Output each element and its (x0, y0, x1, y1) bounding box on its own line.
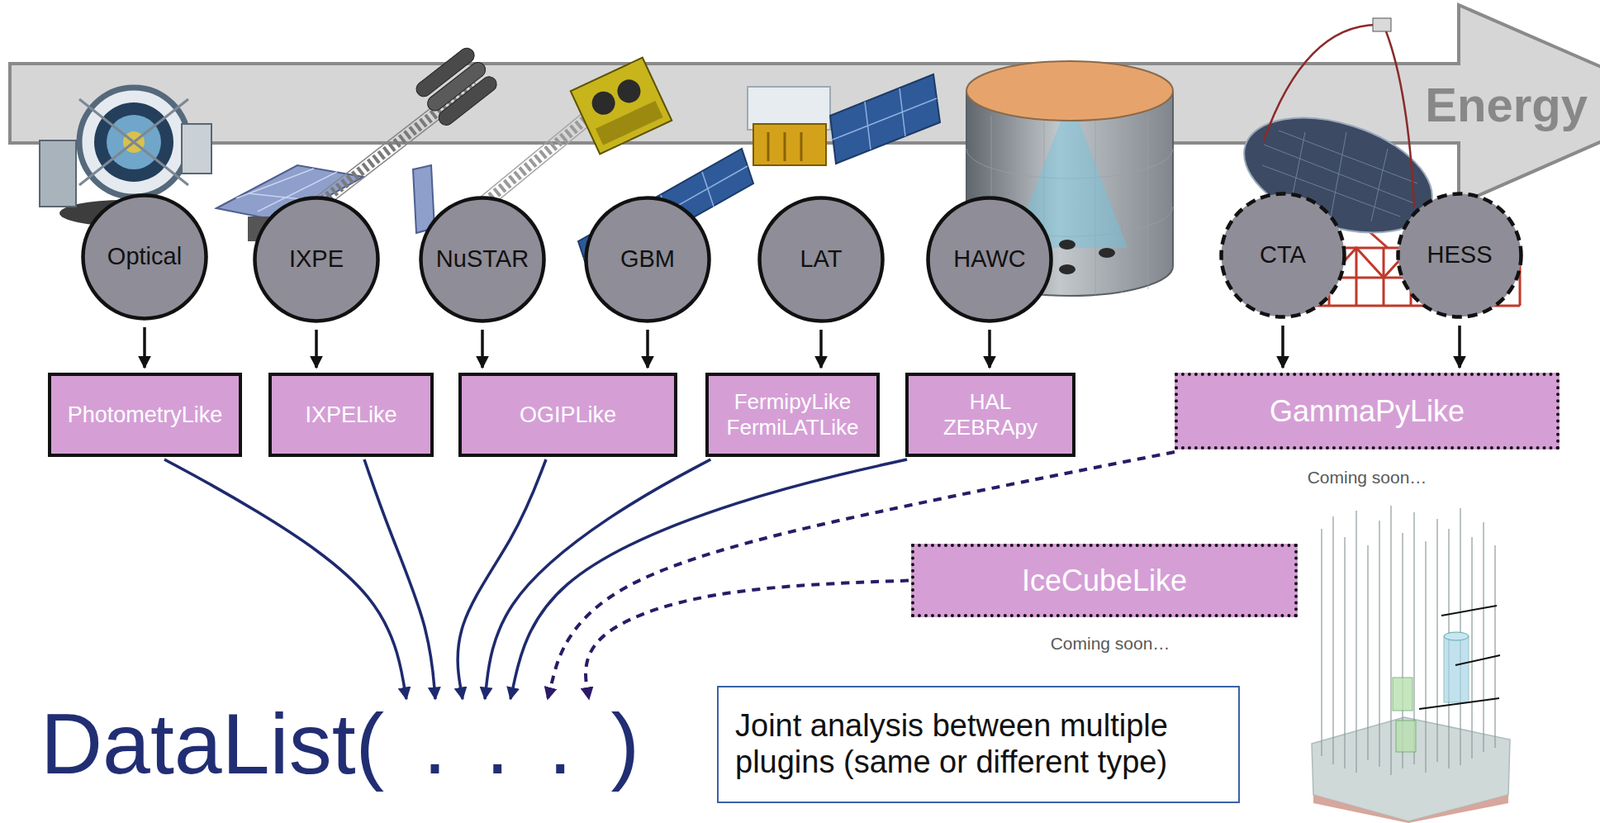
data-connector (364, 459, 436, 699)
arrow-shape (9, 4, 1600, 205)
nustar-satellite (613, 75, 645, 107)
nustar-satellite (588, 87, 619, 119)
icecube-detector (1321, 505, 1496, 775)
plugin-box: IceCubeLike (911, 543, 1298, 618)
plugin-name: HAL (969, 389, 1012, 415)
note-box: Joint analysis between multiple plugins … (716, 685, 1240, 803)
plugin-name: FermiLATLike (726, 414, 860, 441)
circle-outline (421, 198, 545, 322)
icecube-detector (1395, 720, 1416, 752)
cherenkov-telescope (1372, 18, 1392, 32)
icecube-detector (1311, 505, 1510, 823)
optical-telescope (39, 140, 76, 207)
circle-outline (928, 198, 1052, 322)
data-connector (142, 327, 147, 368)
instrument-name: HAWC (953, 245, 1026, 273)
instrument-circle: NuSTAR (418, 195, 546, 323)
instrument-name: CTA (1259, 241, 1306, 269)
plugin-box: GammaPyLike (1174, 372, 1560, 450)
fermi-satellite (768, 132, 802, 162)
instrument-circle: HAWC (925, 195, 1054, 323)
circle-outline (759, 198, 884, 322)
hawc-tank (966, 61, 1173, 121)
data-connector (819, 329, 823, 368)
status-note: Coming soon… (1307, 466, 1428, 488)
circle-outline (83, 195, 207, 319)
axis-label: Energy (1424, 78, 1588, 132)
plugin-name: IXPELike (304, 401, 397, 428)
icecube-detector (1392, 677, 1413, 711)
plugin-box: FermipyLikeFermiLATLike (705, 372, 880, 457)
instrument-circle: IXPE (252, 195, 380, 323)
instrument-name: LAT (799, 245, 842, 273)
datalist-call: DataList( . . . ) (40, 700, 640, 787)
instrument-circle: LAT (757, 195, 885, 323)
plugin-name: GammaPyLike (1269, 393, 1465, 429)
plugin-box: HALZEBRApy (905, 372, 1076, 457)
hawc-tank (1058, 239, 1076, 250)
data-connector (480, 329, 485, 368)
circle-outline (586, 198, 710, 322)
note-text: Joint analysis between multiple plugins … (735, 707, 1222, 780)
instrument-name: NuSTAR (436, 245, 529, 273)
instrument-name: Optical (107, 242, 182, 271)
fermi-satellite (578, 74, 941, 276)
data-connector (987, 329, 992, 368)
instrument-name: IXPE (289, 245, 344, 273)
plugin-box: OGIPLike (458, 372, 678, 457)
icecube-detector (1443, 631, 1469, 641)
plugin-name: FermipyLike (734, 389, 852, 415)
plugin-box: PhotometryLike (47, 372, 243, 457)
instrument-circle: HESS (1395, 191, 1524, 319)
optical-telescope (79, 99, 189, 186)
plugin-name: OGIPLike (519, 401, 617, 428)
energy-arrow: Energy (9, 4, 1600, 205)
instrument-name: HESS (1427, 241, 1493, 269)
planned-connector (585, 580, 909, 700)
plugin-box: IXPELike (268, 372, 434, 457)
hawc-tank (1098, 247, 1116, 258)
data-connector (1281, 325, 1285, 368)
instrument-circle: Optical (80, 193, 209, 321)
plugin-name: IceCubeLike (1021, 562, 1187, 599)
data-connector (1457, 325, 1462, 368)
data-connector (645, 329, 650, 368)
plugin-name: PhotometryLike (67, 401, 224, 428)
plugin-name: ZEBRApy (943, 414, 1038, 441)
code-text: DataList( . . . ) (40, 700, 640, 787)
circle-outline (1398, 194, 1522, 318)
icecube-detector (1419, 605, 1501, 709)
data-connector (314, 329, 319, 368)
instrument-circle: CTA (1219, 191, 1347, 319)
data-connector (164, 459, 407, 699)
circle-outline (1221, 194, 1345, 318)
optical-telescope (181, 123, 212, 174)
icecube-detector (1313, 794, 1509, 823)
fermi-satellite (753, 123, 827, 166)
hawc-tank (1058, 264, 1076, 275)
arrow-outline (9, 4, 1600, 205)
status-note: Coming soon… (1050, 632, 1171, 654)
instrument-circle: GBM (583, 195, 712, 323)
instrument-name: GBM (620, 245, 675, 273)
optical-telescope (79, 87, 189, 197)
data-connector (510, 459, 907, 699)
circle-outline (255, 198, 379, 322)
icecube-detector (1443, 636, 1469, 703)
